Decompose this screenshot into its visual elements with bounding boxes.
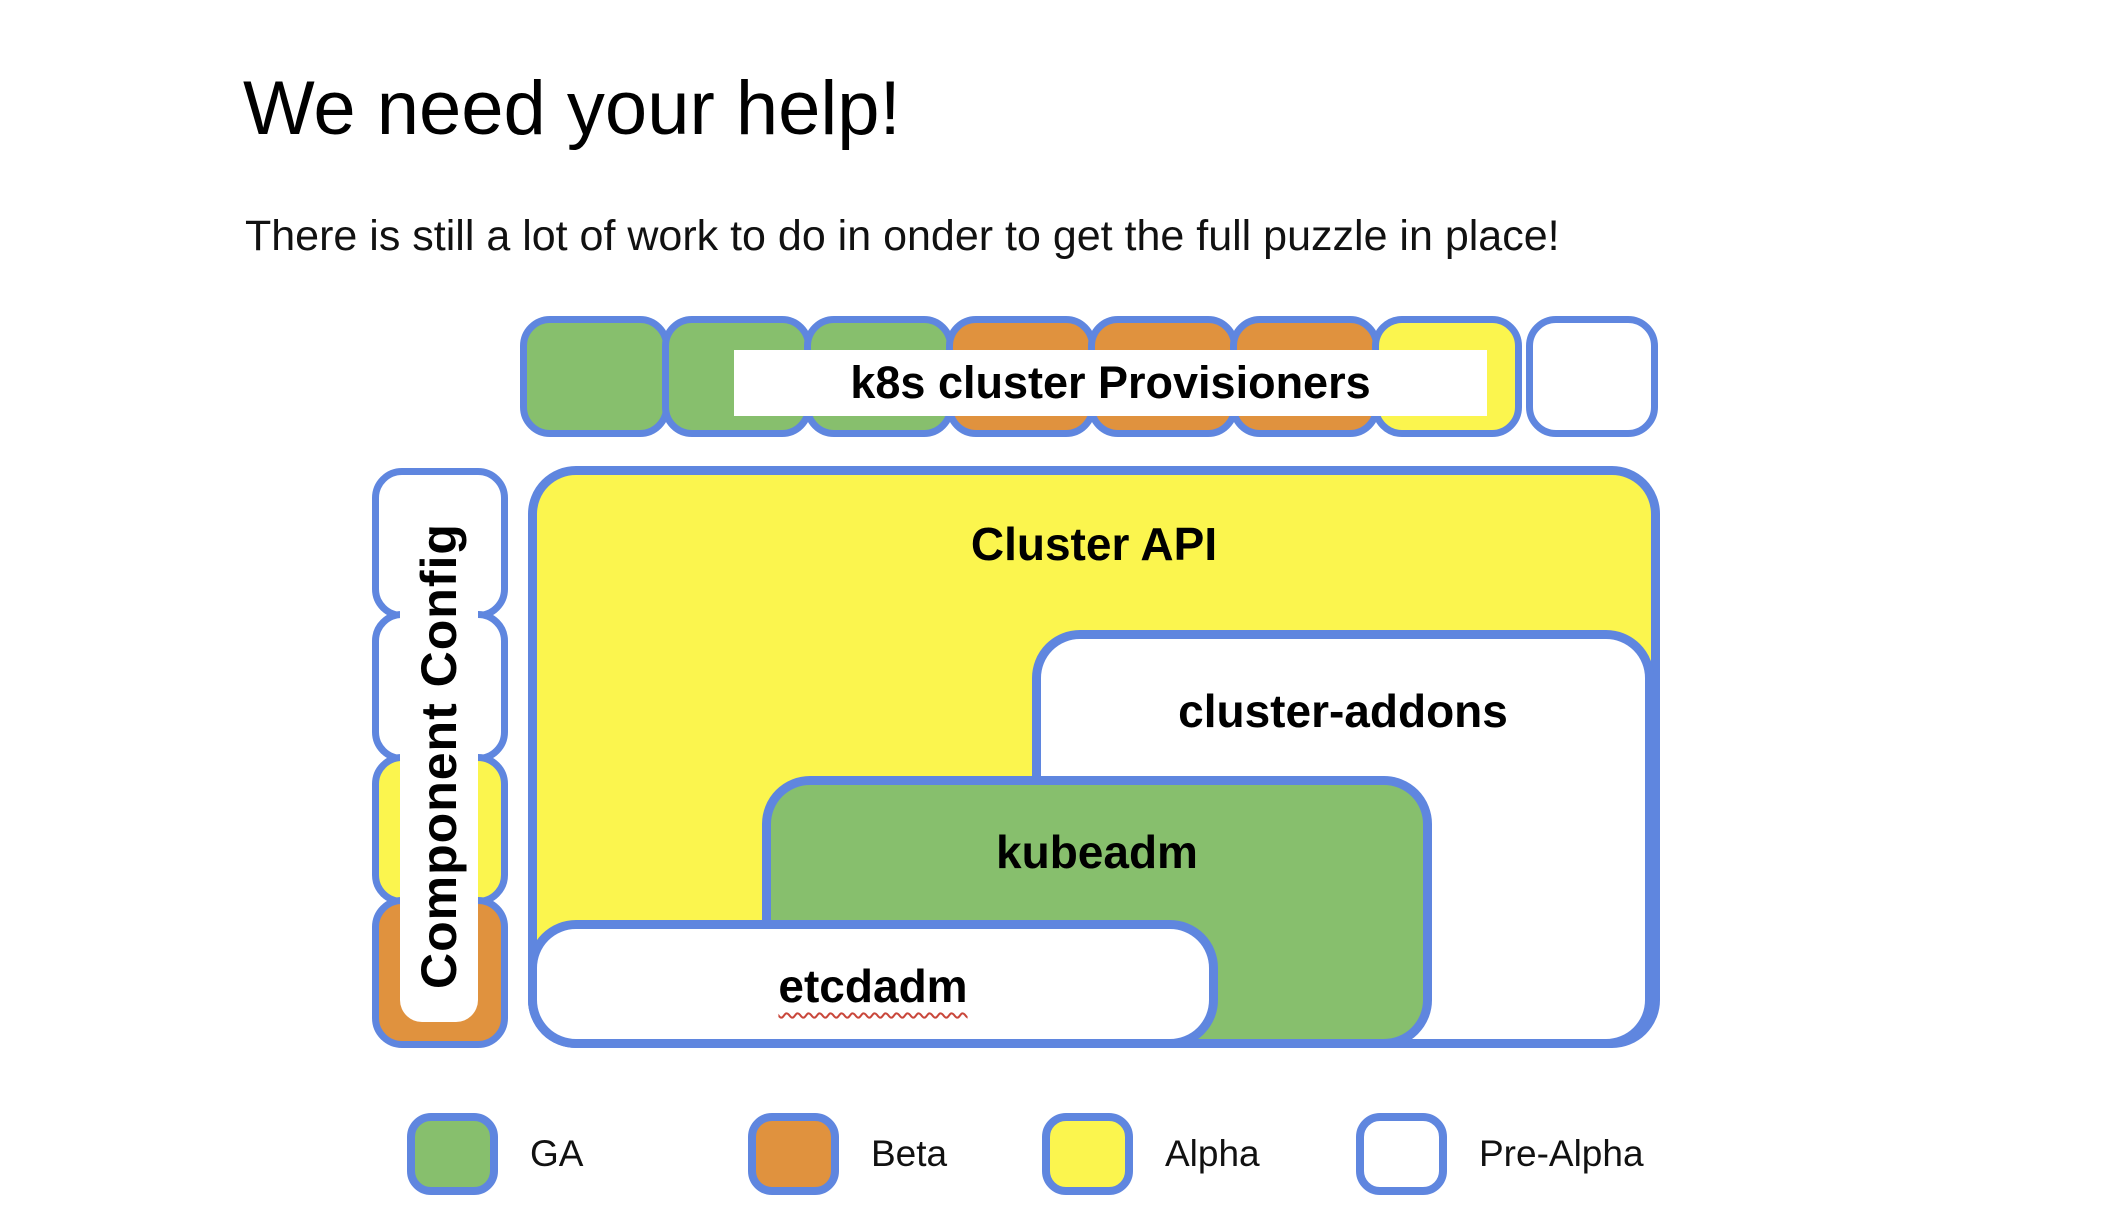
etcdadm-box: etcdadm xyxy=(528,920,1218,1048)
provisioners-label: k8s cluster Provisioners xyxy=(734,350,1487,416)
legend-item-pre-alpha: Pre-Alpha xyxy=(1356,1113,1644,1195)
provisioner-piece-ga xyxy=(520,316,670,437)
legend-item-beta: Beta xyxy=(748,1113,947,1195)
legend-label: GA xyxy=(530,1133,584,1174)
page-title: We need your help! xyxy=(243,65,901,151)
kubeadm-label: kubeadm xyxy=(996,826,1198,878)
etcdadm-text: etcdadm xyxy=(778,960,968,1012)
cluster-addons-label: cluster-addons xyxy=(1178,685,1508,737)
legend-label: Beta xyxy=(871,1133,948,1174)
provisioner-piece-prealpha xyxy=(1526,316,1658,437)
legend-swatch-alpha xyxy=(1042,1113,1133,1195)
component-config-label: Component Config xyxy=(400,490,478,1022)
legend-swatch-ga xyxy=(407,1113,498,1195)
subtitle: There is still a lot of work to do in on… xyxy=(245,212,1560,260)
legend-swatch-beta xyxy=(748,1113,839,1195)
component-config-column: Component Config xyxy=(372,468,508,1048)
legend-label: Pre-Alpha xyxy=(1479,1133,1644,1174)
legend-label: Alpha xyxy=(1165,1133,1260,1174)
provisioners-row: k8s cluster Provisioners xyxy=(520,316,1658,437)
cluster-api-label: Cluster API xyxy=(970,518,1218,570)
legend-item-alpha: Alpha xyxy=(1042,1113,1260,1195)
etcdadm-label: etcdadm xyxy=(537,959,1209,1013)
legend-swatch-prealpha xyxy=(1356,1113,1447,1195)
legend-item-ga: GA xyxy=(407,1113,583,1195)
